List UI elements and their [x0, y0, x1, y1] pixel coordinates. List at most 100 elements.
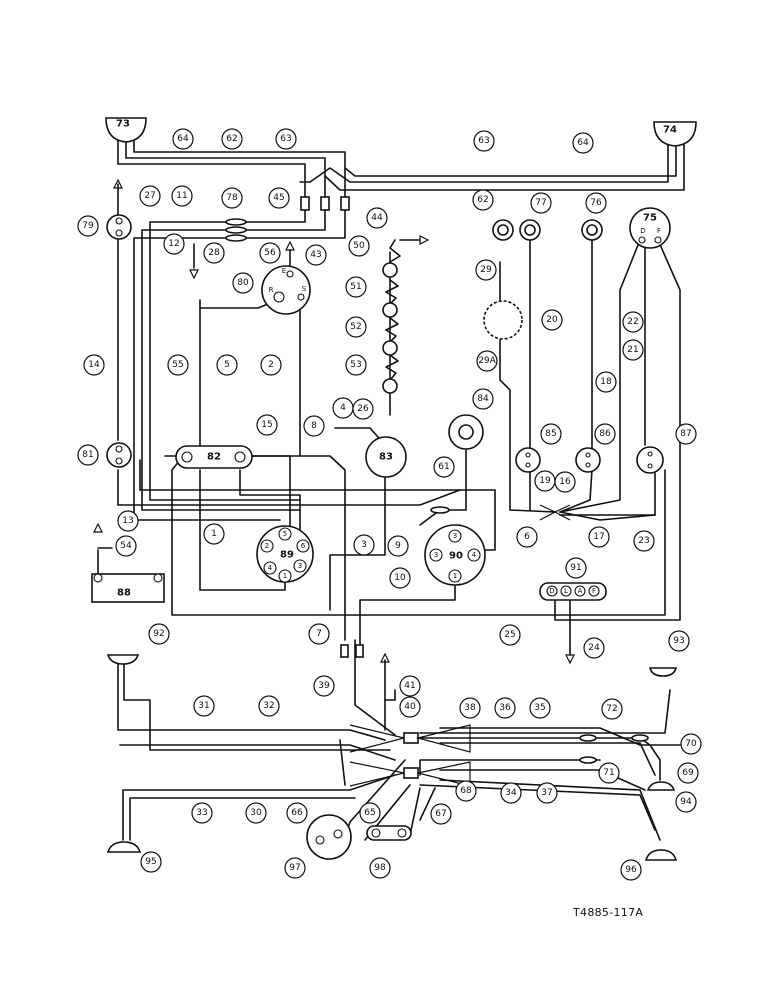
svg-text:67: 67 — [435, 809, 446, 819]
svg-text:69: 69 — [682, 768, 694, 778]
svg-text:73: 73 — [116, 119, 130, 130]
svg-text:39: 39 — [318, 681, 330, 691]
callout-77: 77 — [530, 192, 552, 214]
svg-text:4: 4 — [340, 403, 346, 413]
svg-text:13: 13 — [122, 516, 133, 526]
callout-22: 22 — [622, 311, 644, 333]
svg-text:27: 27 — [144, 191, 155, 201]
svg-text:17: 17 — [593, 532, 604, 542]
svg-text:98: 98 — [374, 863, 386, 873]
callout-37: 37 — [536, 782, 558, 804]
svg-text:91: 91 — [570, 563, 581, 573]
svg-text:1: 1 — [453, 572, 457, 580]
callout-66: 66 — [286, 802, 308, 824]
svg-text:26: 26 — [357, 404, 369, 414]
connector-90: 3 3 4 1 90 — [424, 524, 486, 586]
callout-25: 25 — [499, 624, 521, 646]
component-84 — [448, 414, 484, 450]
svg-text:62: 62 — [477, 195, 488, 205]
svg-text:38: 38 — [464, 703, 476, 713]
svg-text:5: 5 — [283, 530, 287, 538]
svg-text:2: 2 — [265, 542, 269, 550]
callout-6: 6 — [516, 526, 538, 548]
callout-17: 17 — [588, 526, 610, 548]
svg-text:50: 50 — [353, 241, 365, 251]
svg-text:34: 34 — [505, 788, 517, 798]
svg-text:62: 62 — [226, 134, 237, 144]
svg-text:43: 43 — [310, 250, 321, 260]
callout-64a: 64 — [172, 128, 194, 150]
svg-text:3: 3 — [434, 551, 438, 559]
svg-text:14: 14 — [88, 360, 100, 370]
component-83: 83 — [365, 436, 407, 478]
callout-3: 3 — [353, 534, 375, 556]
callout-96: 96 — [620, 859, 642, 881]
callout-13: 13 — [117, 510, 139, 532]
callout-4: 4 — [332, 397, 354, 419]
svg-text:52: 52 — [350, 322, 361, 332]
svg-text:10: 10 — [394, 573, 406, 583]
callout-15: 15 — [256, 414, 278, 436]
svg-text:63: 63 — [478, 136, 489, 146]
svg-text:70: 70 — [685, 739, 697, 749]
svg-text:33: 33 — [196, 808, 207, 818]
svg-text:45: 45 — [273, 193, 284, 203]
battery-88: 88 — [91, 573, 165, 603]
svg-text:6: 6 — [524, 532, 530, 542]
callout-62b: 62 — [472, 189, 494, 211]
svg-text:95: 95 — [145, 857, 156, 867]
callout-21: 21 — [622, 339, 644, 361]
callout-67: 67 — [430, 803, 452, 825]
callout-72: 72 — [601, 698, 623, 720]
svg-text:87: 87 — [680, 429, 691, 439]
callout-34: 34 — [500, 782, 522, 804]
component-79 — [106, 214, 132, 240]
lamp-92 — [106, 654, 140, 665]
callout-29a: 29A — [476, 350, 498, 372]
callout-35: 35 — [529, 697, 551, 719]
svg-text:44: 44 — [371, 213, 383, 223]
svg-text:15: 15 — [261, 420, 272, 430]
svg-text:63: 63 — [280, 134, 291, 144]
svg-text:11: 11 — [176, 191, 187, 201]
svg-text:12: 12 — [168, 239, 179, 249]
svg-text:5: 5 — [224, 360, 230, 370]
svg-text:85: 85 — [545, 429, 556, 439]
headlamp-73: 73 — [105, 117, 147, 143]
svg-text:86: 86 — [599, 429, 611, 439]
svg-text:1: 1 — [211, 529, 217, 539]
callout-92: 92 — [148, 623, 170, 645]
lamp-76 — [581, 219, 603, 241]
callout-97: 97 — [284, 857, 306, 879]
resistor-chain — [382, 239, 401, 394]
callout-5: 5 — [216, 354, 238, 376]
svg-text:64: 64 — [177, 134, 189, 144]
callout-44: 44 — [366, 207, 388, 229]
callout-41: 41 — [399, 675, 421, 697]
svg-text:22: 22 — [627, 317, 638, 327]
callout-50: 50 — [348, 235, 370, 257]
svg-text:18: 18 — [600, 377, 612, 387]
callout-65: 65 — [359, 802, 381, 824]
callout-63a: 63 — [275, 128, 297, 150]
callout-8: 8 — [303, 415, 325, 437]
callout-78: 78 — [221, 187, 243, 209]
svg-text:31: 31 — [198, 701, 209, 711]
callout-9: 9 — [387, 535, 409, 557]
svg-text:55: 55 — [172, 360, 183, 370]
wire-connectors — [225, 196, 649, 787]
callout-43: 43 — [305, 244, 327, 266]
lamp-94 — [646, 781, 676, 791]
svg-text:30: 30 — [250, 808, 262, 818]
svg-text:3: 3 — [298, 562, 302, 570]
callout-79: 79 — [77, 215, 99, 237]
svg-text:41: 41 — [404, 681, 415, 691]
svg-text:28: 28 — [208, 248, 220, 258]
svg-text:7: 7 — [316, 629, 322, 639]
wires-bottom — [117, 639, 681, 851]
component-81 — [106, 442, 132, 468]
svg-text:1: 1 — [283, 572, 287, 580]
svg-text:L: L — [564, 587, 568, 595]
callout-76: 76 — [585, 192, 607, 214]
svg-text:72: 72 — [606, 704, 617, 714]
